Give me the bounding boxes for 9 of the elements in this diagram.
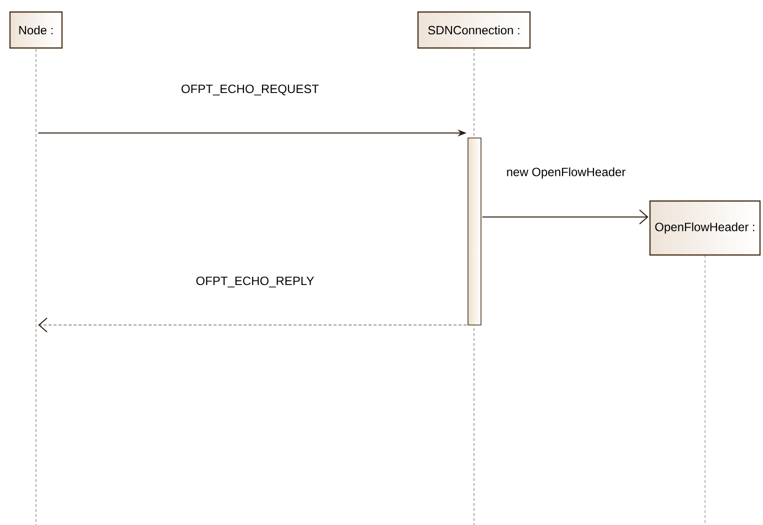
message-arrow — [38, 318, 467, 332]
activation-bar — [468, 138, 482, 326]
participant-box: SDNConnection : — [417, 11, 531, 49]
message-label: OFPT_ECHO_REQUEST — [180, 84, 320, 96]
participant-box: Node : — [9, 11, 63, 49]
message-label: new OpenFlowHeader — [505, 166, 627, 180]
message-label: OFPT_ECHO_REPLY — [194, 276, 316, 288]
message-arrow — [482, 210, 648, 224]
participant-box: OpenFlowHeader : — [649, 200, 761, 256]
